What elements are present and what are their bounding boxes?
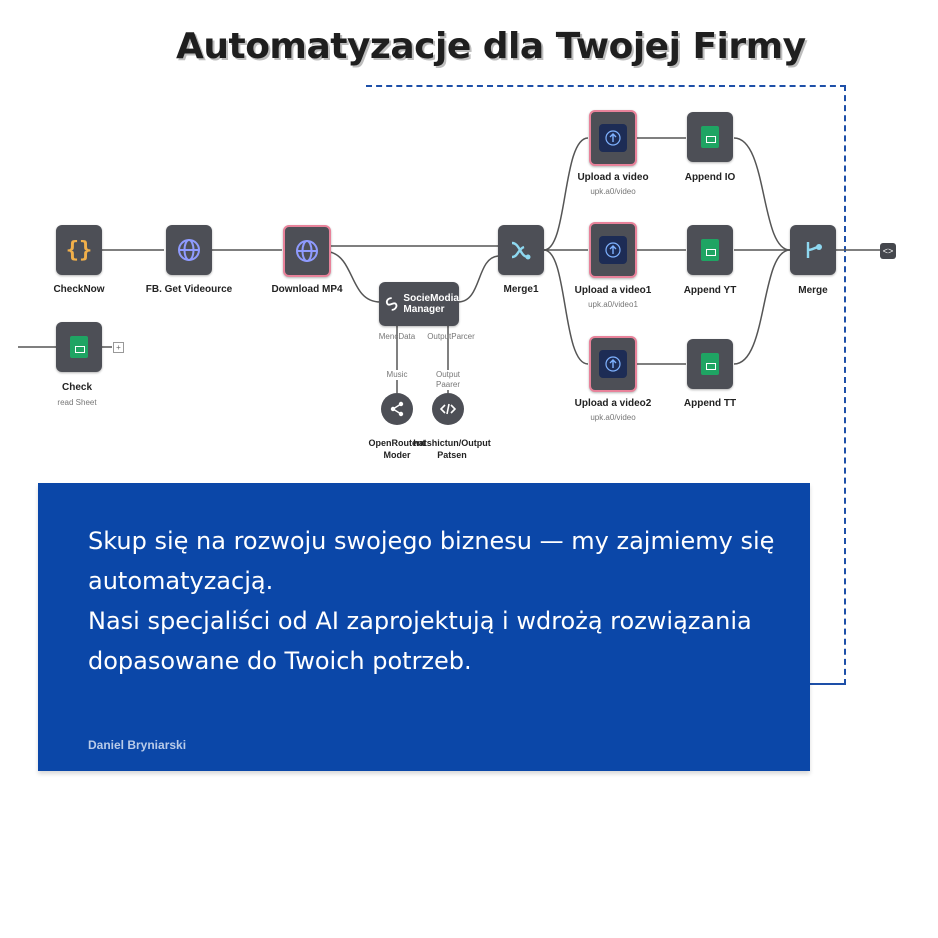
curly-braces-icon: {} bbox=[65, 237, 93, 263]
frame-line-bottom bbox=[808, 683, 846, 685]
workflow-connections bbox=[18, 137, 880, 393]
node-append-yt-label: Append YT bbox=[683, 285, 737, 296]
node-openrouter-label: OpenRoutent Moder bbox=[369, 437, 426, 461]
node-upload0-sub: upk.a0/video bbox=[590, 187, 636, 196]
connection-appendtt-merge bbox=[733, 249, 791, 365]
port-output-line2: Paarer bbox=[435, 380, 461, 389]
upload-icon bbox=[599, 124, 627, 152]
node-append-io-label: Append IO bbox=[684, 172, 736, 183]
connection-merge1-upload2 bbox=[543, 249, 589, 365]
node-merge-label: Merge bbox=[798, 285, 828, 296]
node-merge[interactable] bbox=[790, 225, 836, 275]
sheet-icon bbox=[701, 126, 719, 148]
connection-appendio-merge bbox=[733, 137, 791, 251]
branch-icon bbox=[806, 242, 822, 258]
connection-manager-merge1 bbox=[457, 255, 499, 303]
node-append-tt-label: Append TT bbox=[683, 398, 737, 409]
node-upload2-label: Upload a video2 bbox=[574, 398, 652, 409]
node-check-sub: read Sheet bbox=[57, 398, 97, 407]
share-icon bbox=[390, 401, 404, 417]
frame-line-right bbox=[844, 85, 846, 685]
page-title: Automatyzacje dla Twojej Firmy bbox=[176, 26, 806, 67]
manager-icon bbox=[385, 297, 398, 311]
node-social-media-manager[interactable]: SocieModia Manager bbox=[379, 282, 459, 326]
node-check[interactable] bbox=[56, 322, 102, 372]
manager-label-line2: Manager bbox=[403, 304, 445, 315]
sheet-icon bbox=[701, 239, 719, 261]
upload-icon bbox=[599, 236, 627, 264]
add-node-button[interactable]: + bbox=[113, 342, 124, 353]
node-upload-video2[interactable] bbox=[589, 336, 637, 392]
node-checknow-label: CheckNow bbox=[53, 284, 105, 295]
node-append-io[interactable] bbox=[687, 112, 733, 162]
manager-label-line1: SocieModia bbox=[403, 293, 459, 304]
sheet-icon bbox=[701, 353, 719, 375]
openrouter-label-line1: OpenRoutent bbox=[368, 438, 426, 448]
message-panel: Skup się na rozwoju swojego biznesu — my… bbox=[38, 483, 810, 771]
node-merge1[interactable] bbox=[498, 225, 544, 275]
node-upload0-label: Upload a video bbox=[577, 172, 649, 183]
end-marker[interactable]: <> bbox=[880, 243, 896, 259]
node-upload1-label: Upload a video1 bbox=[574, 285, 652, 296]
upload-icon bbox=[599, 350, 627, 378]
sheet-icon bbox=[70, 336, 88, 358]
frame-line-top bbox=[366, 85, 846, 87]
node-append-yt[interactable] bbox=[687, 225, 733, 275]
port-music: Music bbox=[386, 370, 408, 380]
merge-icon bbox=[511, 241, 531, 260]
author-name: Daniel Bryniarski bbox=[88, 738, 187, 752]
node-download-mp4[interactable] bbox=[283, 225, 331, 277]
node-output-parser[interactable] bbox=[432, 393, 464, 425]
node-upload-video[interactable] bbox=[589, 110, 637, 166]
globe-icon bbox=[178, 239, 200, 261]
port-mencdata: MencData bbox=[378, 332, 416, 341]
parser-label-line1: hatshictun/Output bbox=[413, 438, 491, 448]
node-merge1-label: Merge1 bbox=[503, 284, 539, 295]
node-upload-video1[interactable] bbox=[589, 222, 637, 278]
node-parser-label: hatshictun/Output Patsen bbox=[413, 437, 491, 461]
code-icon bbox=[440, 403, 456, 415]
node-openrouter[interactable] bbox=[381, 393, 413, 425]
connection-merge1-upload0 bbox=[543, 137, 589, 251]
node-upload1-sub: upk.a0/video1 bbox=[588, 300, 638, 309]
globe-icon bbox=[296, 240, 318, 262]
port-outputparcer: OutputParcer bbox=[427, 332, 475, 341]
port-output-line1: Output bbox=[435, 370, 461, 379]
node-upload2-sub: upk.a0/video bbox=[590, 413, 636, 422]
port-output: Output Paarer bbox=[435, 370, 461, 390]
node-check-label: Check bbox=[61, 382, 93, 393]
connection-download-manager bbox=[329, 251, 381, 303]
node-fb-get-videource[interactable] bbox=[166, 225, 212, 275]
message-text: Skup się na rozwoju swojego biznesu — my… bbox=[88, 527, 775, 675]
node-append-tt[interactable] bbox=[687, 339, 733, 389]
node-checknow[interactable]: {} bbox=[56, 225, 102, 275]
node-fb-label: FB. Get Videource bbox=[145, 284, 233, 295]
node-download-label: Download MP4 bbox=[271, 284, 343, 295]
parser-label-line2: Patsen bbox=[437, 450, 467, 460]
openrouter-label-line2: Moder bbox=[383, 450, 411, 460]
